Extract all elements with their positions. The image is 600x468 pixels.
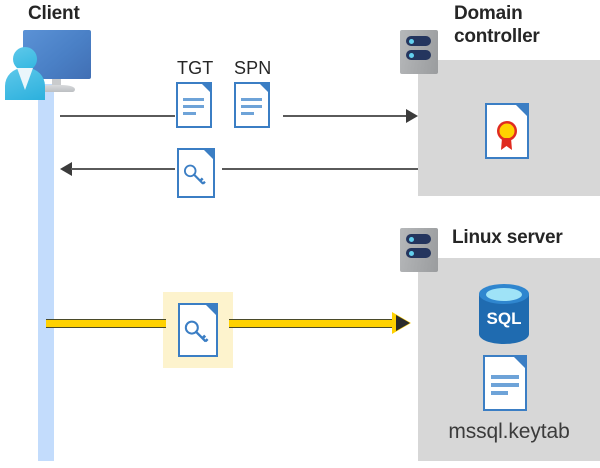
linux-server-title: Linux server — [452, 227, 563, 248]
domain-controller-title-line2: controller — [454, 26, 540, 47]
monitor-stand-icon — [52, 79, 61, 89]
flow-line-dc-to-client-right — [222, 168, 418, 170]
arrowhead-to-domain-controller — [406, 109, 418, 123]
keytab-filename-label: mssql.keytab — [448, 420, 570, 443]
yellow-flow-line-right — [229, 319, 396, 328]
domain-controller-title-line1: Domain — [454, 3, 523, 24]
key-document-icon — [178, 303, 218, 357]
flow-line-dc-to-client-left — [71, 168, 175, 170]
yellow-arrowhead-inner — [396, 315, 410, 331]
flow-line-client-to-dc-left — [60, 115, 175, 117]
person-collar-icon — [17, 68, 33, 90]
monitor-base-icon — [39, 85, 75, 92]
yellow-flow-line-left — [46, 319, 166, 328]
text-document-icon — [234, 82, 270, 128]
client-title: Client — [28, 3, 80, 24]
svg-text:SQL: SQL — [487, 309, 522, 328]
flow-line-client-to-dc-right — [283, 115, 407, 117]
key-document-icon — [177, 148, 215, 198]
tgt-label: TGT — [177, 58, 214, 78]
certificate-document-icon — [485, 103, 529, 159]
server-icon — [400, 30, 438, 74]
sql-database-icon: SQL — [478, 283, 530, 345]
text-document-icon — [483, 355, 527, 411]
text-document-icon — [176, 82, 212, 128]
client-lifeline — [38, 84, 54, 461]
domain-controller-title: Domain controller — [454, 2, 594, 48]
arrowhead-to-client — [60, 162, 72, 176]
server-icon — [400, 228, 438, 272]
spn-label: SPN — [234, 58, 272, 78]
person-head-icon — [13, 47, 37, 71]
